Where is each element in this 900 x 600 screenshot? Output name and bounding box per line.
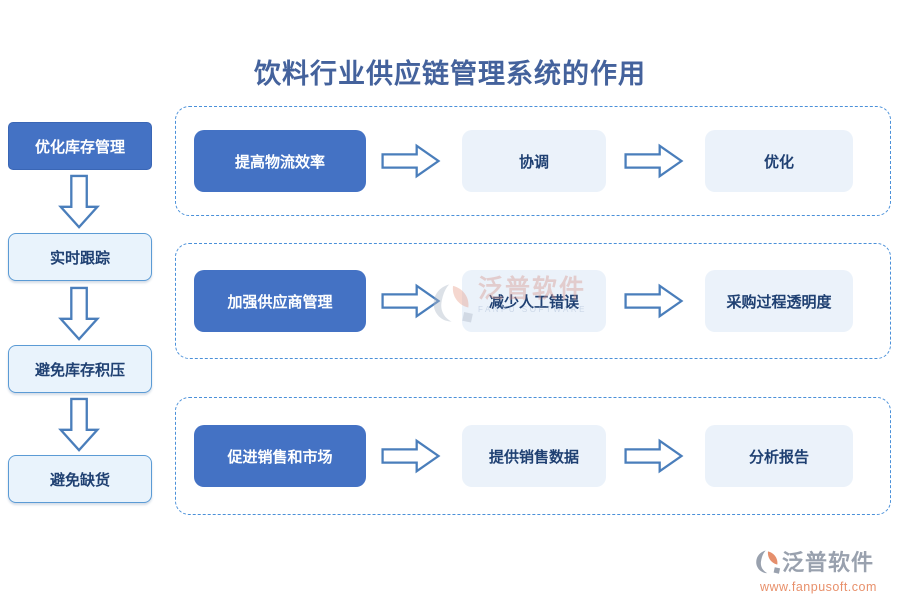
step-source-sales: 促进销售和市场 — [194, 425, 366, 487]
arrow-right-icon — [624, 438, 684, 474]
step-label: 促进销售和市场 — [227, 448, 333, 466]
arrow-down-icon — [58, 286, 100, 341]
flow-node-label: 避免缺货 — [49, 471, 110, 489]
step-label: 提高物流效率 — [234, 153, 325, 171]
step-label: 分析报告 — [748, 448, 809, 466]
step-optimize: 优化 — [705, 130, 853, 192]
flow-node-label: 实时跟踪 — [49, 249, 110, 267]
arrow-down-icon — [58, 174, 100, 229]
step-coordinate: 协调 — [462, 130, 606, 192]
arrow-down-icon — [58, 397, 100, 452]
arrow-right-icon — [624, 283, 684, 319]
arrow-right-icon — [381, 283, 441, 319]
step-label: 提供销售数据 — [488, 448, 579, 466]
flow-node-avoid-stockout: 避免缺货 — [8, 455, 152, 503]
step-sales-data: 提供销售数据 — [462, 425, 606, 487]
process-group-sales: 促进销售和市场 提供销售数据 分析报告 — [175, 397, 891, 515]
step-label: 减少人工错误 — [488, 293, 579, 311]
step-procurement-transparency: 采购过程透明度 — [705, 270, 853, 332]
process-group-supplier: 加强供应商管理 减少人工错误 采购过程透明度 — [175, 243, 891, 359]
arrow-right-icon — [381, 143, 441, 179]
flow-node-label: 优化库存管理 — [34, 138, 125, 156]
flow-node-avoid-overstock: 避免库存积压 — [8, 345, 152, 393]
step-reduce-errors: 减少人工错误 — [462, 270, 606, 332]
step-source-supplier: 加强供应商管理 — [194, 270, 366, 332]
arrow-right-icon — [381, 438, 441, 474]
page-title: 饮料行业供应链管理系统的作用 — [254, 59, 646, 89]
brand-name-text: 泛普软件 — [782, 550, 875, 575]
flow-node-label: 避免库存积压 — [34, 361, 125, 379]
brand-url-text: www.fanpusoft.com — [760, 580, 877, 594]
step-label: 加强供应商管理 — [227, 293, 333, 311]
step-label: 采购过程透明度 — [726, 293, 832, 311]
step-label: 优化 — [763, 153, 794, 171]
flow-node-realtime-tracking: 实时跟踪 — [8, 233, 152, 281]
step-source-logistics: 提高物流效率 — [194, 130, 366, 192]
brand-logo-icon — [756, 550, 781, 574]
flow-node-optimize-inventory: 优化库存管理 — [8, 122, 152, 170]
arrow-right-icon — [624, 143, 684, 179]
step-label: 协调 — [518, 153, 549, 171]
process-group-logistics: 提高物流效率 协调 优化 — [175, 106, 891, 216]
step-analysis-report: 分析报告 — [705, 425, 853, 487]
footer-brand-logo: 泛普软件 www.fanpusoft.com — [754, 548, 894, 594]
